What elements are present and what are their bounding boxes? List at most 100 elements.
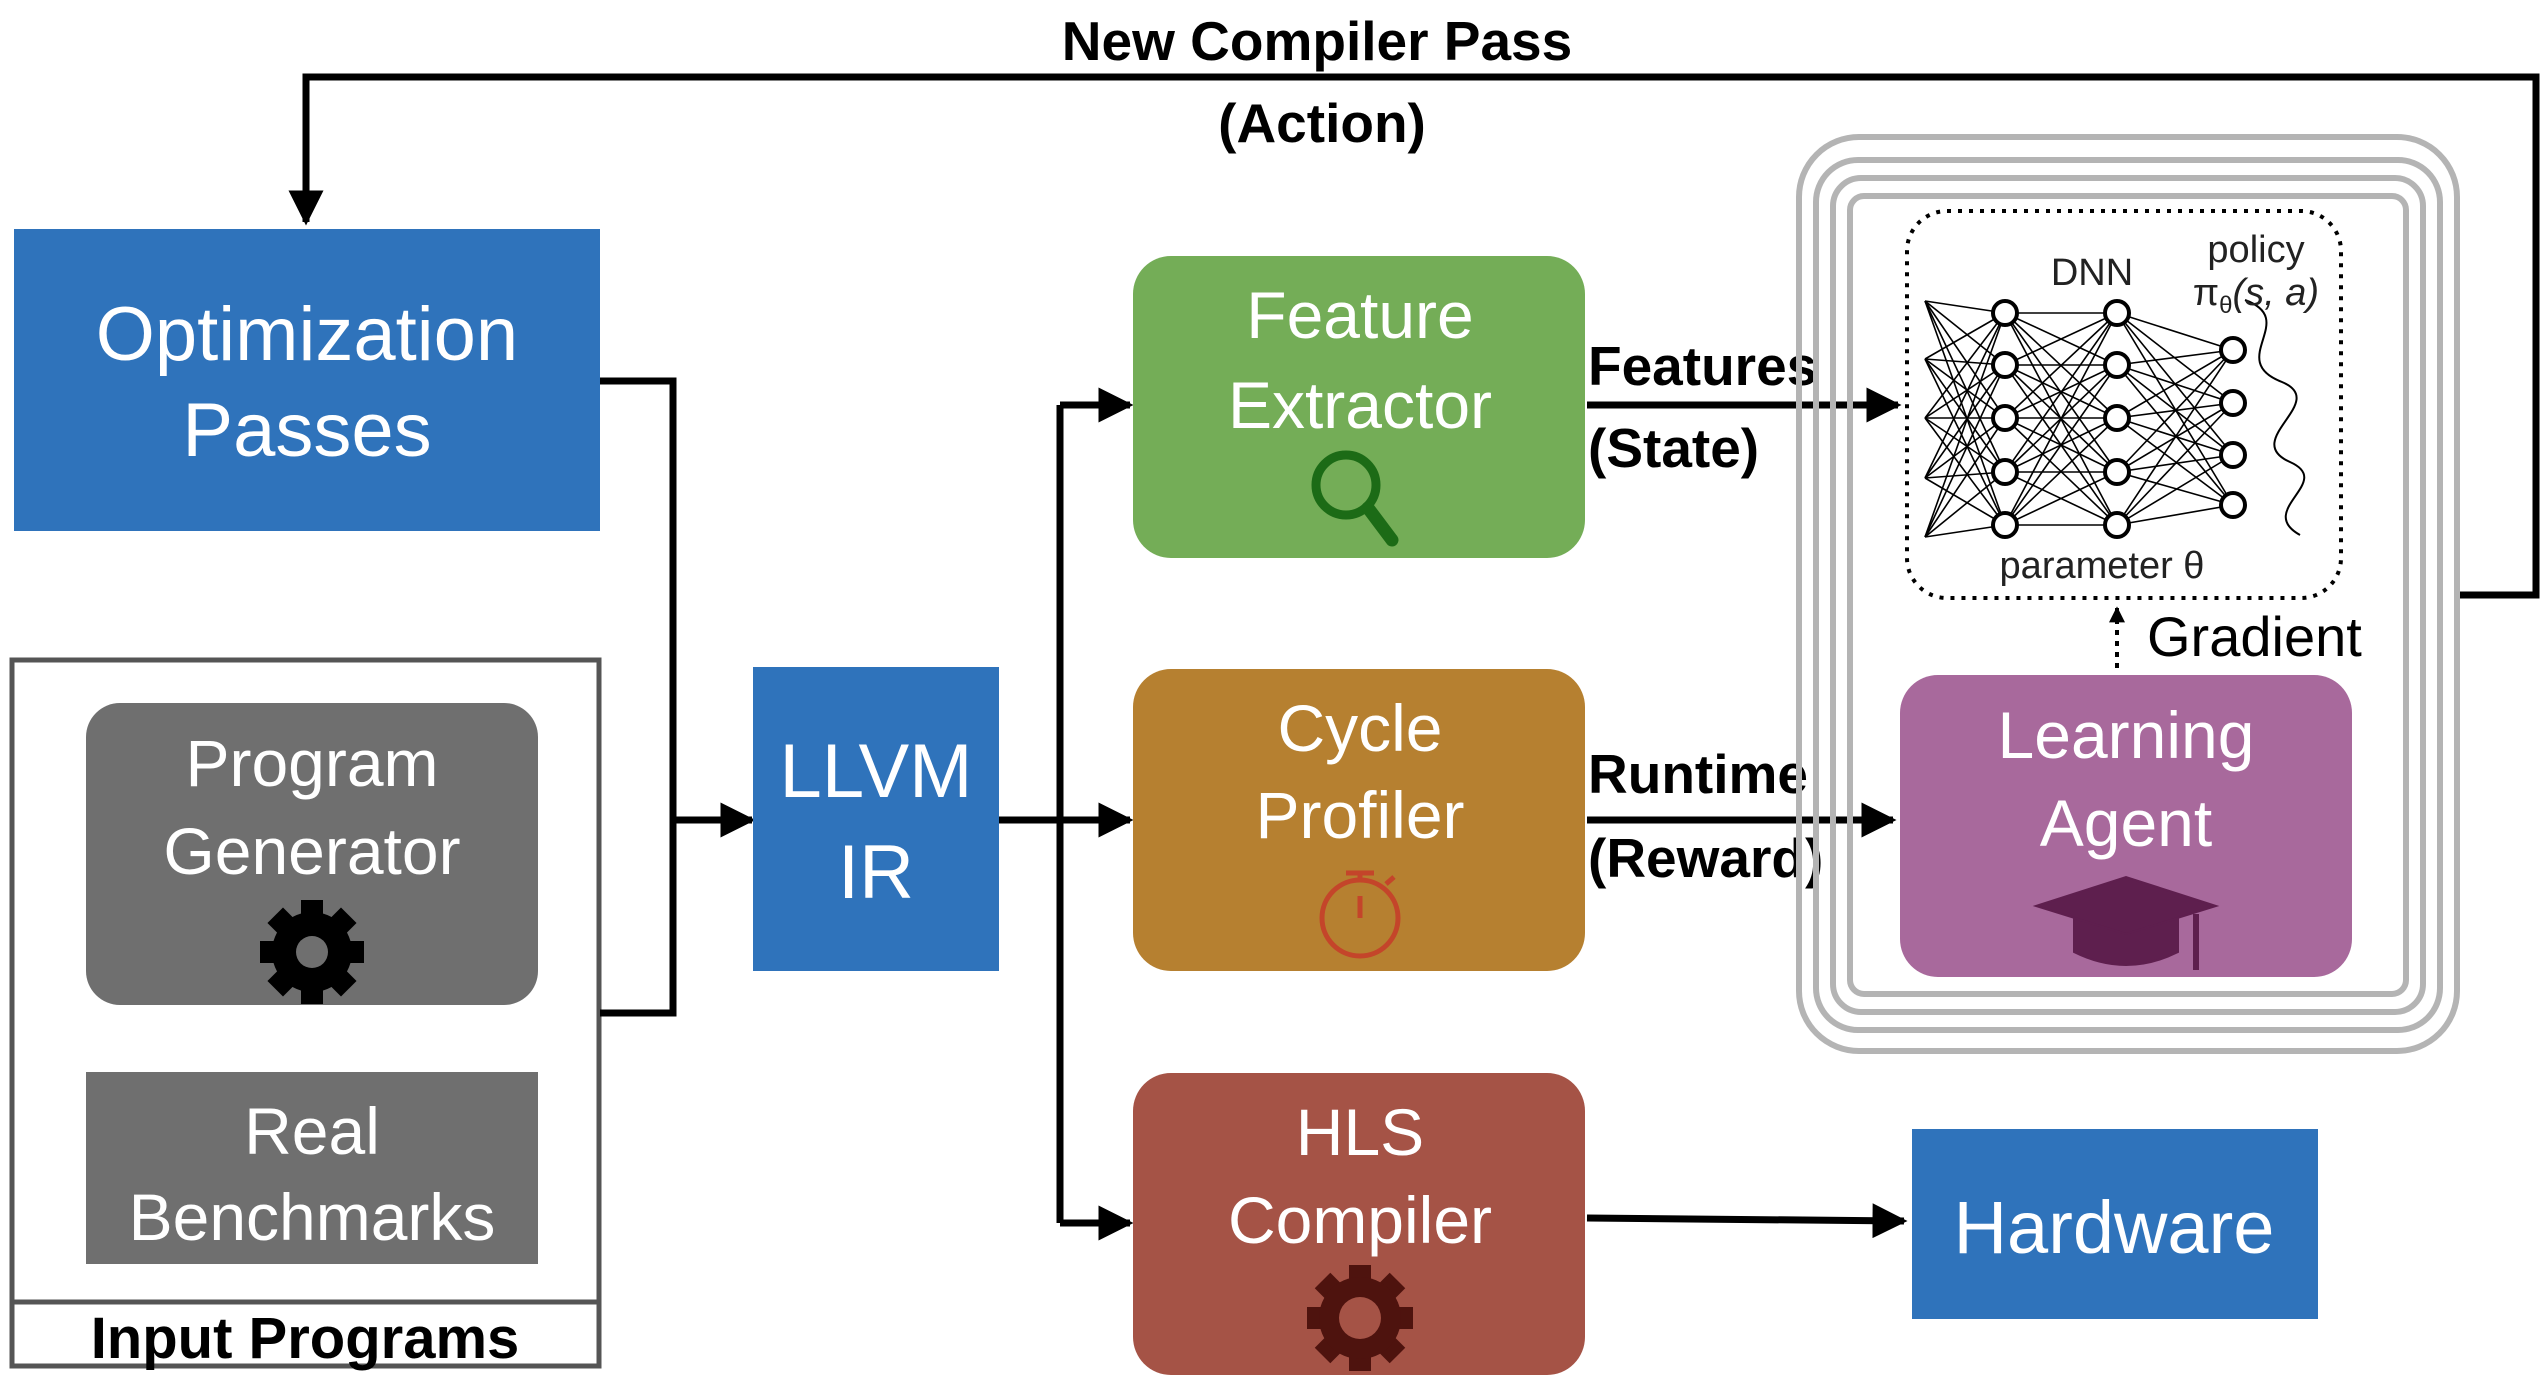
dnn-edge: [2116, 349, 2234, 473]
dnn-edge: [1924, 364, 2006, 419]
dnn-edge: [1924, 312, 2006, 419]
dnn-node: [2103, 299, 2131, 327]
dnn-edge: [2004, 364, 2118, 526]
policy-curve: [2244, 299, 2306, 536]
dnn-edge: [1924, 364, 2006, 479]
real-benchmarks-line2: Benchmarks: [129, 1180, 496, 1254]
program-generator-rect: [86, 703, 538, 1005]
dnn-network: [1924, 299, 2247, 539]
llvm-ir-box[interactable]: LLVM IR: [753, 667, 999, 971]
hls-compiler-rect: [1133, 1073, 1585, 1375]
dnn-edge: [1924, 358, 2006, 473]
policy-label: policy: [2207, 229, 2304, 271]
dnn-node: [1991, 458, 2019, 486]
dnn-edge: [1924, 300, 2006, 419]
input-programs-group: Input Programs Program Generator Real Be…: [9, 657, 602, 1371]
policy-symbol: π: [2193, 272, 2219, 314]
dnn-node: [2103, 458, 2131, 486]
runtime-label-line2: (Reward): [1588, 827, 1823, 889]
dnn-edge: [1924, 358, 2006, 526]
dnn-edge: [2116, 312, 2234, 351]
feature-extractor-line1: Feature: [1246, 278, 1473, 352]
dnn-edge: [2004, 312, 2118, 473]
gear-icon: [260, 900, 364, 1004]
dnn-edge: [2116, 471, 2234, 506]
program-generator-line1: Program: [185, 726, 438, 800]
optimization-passes-line2: Passes: [182, 388, 431, 473]
stopwatch-icon: [1319, 870, 1401, 959]
policy-subscript: θ: [2219, 292, 2232, 319]
hls-compiler-box[interactable]: HLS Compiler: [1133, 1073, 1585, 1375]
learning-agent-rect: [1900, 675, 2352, 977]
feature-extractor-rect: [1133, 256, 1585, 558]
feature-extractor-box[interactable]: Feature Extractor: [1133, 256, 1585, 558]
magnifier-icon: [1311, 450, 1399, 547]
dnn-edge: [2116, 504, 2234, 526]
agent-frame: [1796, 134, 2460, 1054]
dnn-node: [2219, 389, 2247, 417]
program-generator-line2: Generator: [163, 814, 460, 888]
dnn-node: [1991, 511, 2019, 539]
cycle-profiler-box[interactable]: Cycle Profiler: [1133, 669, 1585, 971]
gradient-label: Gradient: [2147, 605, 2362, 668]
state-reward-arrows: [1586, 387, 1908, 1239]
dnn-edge: [2116, 349, 2234, 366]
dnn-edge: [1924, 312, 2006, 479]
optimization-passes-box[interactable]: Optimization Passes: [14, 229, 600, 531]
gear-icon: [1307, 1265, 1413, 1371]
dnn-edge: [2116, 364, 2234, 506]
real-benchmarks-line1: Real: [244, 1094, 380, 1168]
dnn-edge: [2004, 417, 2118, 526]
dnn-node: [2103, 404, 2131, 432]
policy-formula: πθ(s, a): [2193, 272, 2319, 319]
connectors-into-llvm: [600, 377, 756, 1017]
graduation-cap-icon: [2032, 875, 2220, 970]
dnn-edge: [1924, 417, 2006, 526]
real-benchmarks-box[interactable]: Real Benchmarks: [86, 1072, 538, 1264]
dnn-edge: [1924, 358, 2006, 419]
cycle-profiler-line1: Cycle: [1277, 691, 1442, 765]
dnn-edge: [2116, 417, 2234, 506]
dnn-node: [1991, 351, 2019, 379]
dnn-edge: [2116, 349, 2234, 526]
cycle-profiler-line2: Profiler: [1255, 778, 1464, 852]
dnn-edge: [2004, 312, 2118, 366]
dnn-edge: [1924, 300, 2006, 526]
learning-agent-line2: Agent: [2040, 786, 2212, 860]
dnn-node: [2219, 336, 2247, 364]
top-label-line1: New Compiler Pass: [1062, 10, 1572, 72]
program-generator-box[interactable]: Program Generator: [86, 703, 538, 1005]
dnn-edge: [1924, 477, 2006, 526]
dnn-edge: [2004, 312, 2118, 419]
learning-agent-box[interactable]: Learning Agent: [1900, 675, 2352, 977]
dnn-edge: [1924, 300, 2006, 366]
dnn-edge: [2004, 312, 2118, 526]
llvm-ir-line2: IR: [838, 830, 914, 915]
learning-agent-line1: Learning: [1998, 698, 2255, 772]
dnn-node: [2103, 511, 2131, 539]
dnn-edge: [2004, 471, 2118, 526]
dnn-edge: [2116, 454, 2234, 526]
dnn-edge: [1924, 417, 2006, 538]
input-programs-frame: [9, 657, 602, 1369]
dnn-edge: [2116, 402, 2234, 526]
dnn-edge: [1924, 471, 2006, 538]
hardware-box[interactable]: Hardware: [1912, 1129, 2318, 1319]
dnn-edge: [1924, 364, 2006, 538]
dnn-node: [1991, 299, 2019, 327]
runtime-label-line1: Runtime: [1588, 743, 1808, 805]
dnn-edge: [2116, 349, 2234, 419]
top-label-line2: (Action): [1218, 92, 1426, 154]
dnn-node: [2103, 351, 2131, 379]
dnn-edge: [1924, 417, 2006, 473]
dnn-panel: DNN policy πθ(s, a) parameter θ: [1905, 209, 2343, 600]
parameter-label: parameter θ: [2000, 545, 2205, 587]
features-label-line1: Features: [1588, 335, 1817, 397]
connectors-from-llvm: [999, 387, 1134, 1241]
dnn-edge: [1924, 300, 2006, 473]
hls-compiler-line1: HLS: [1296, 1095, 1424, 1169]
dnn-node: [2219, 491, 2247, 519]
hardware-rect: [1912, 1129, 2318, 1319]
optimization-passes-rect: [14, 229, 600, 531]
